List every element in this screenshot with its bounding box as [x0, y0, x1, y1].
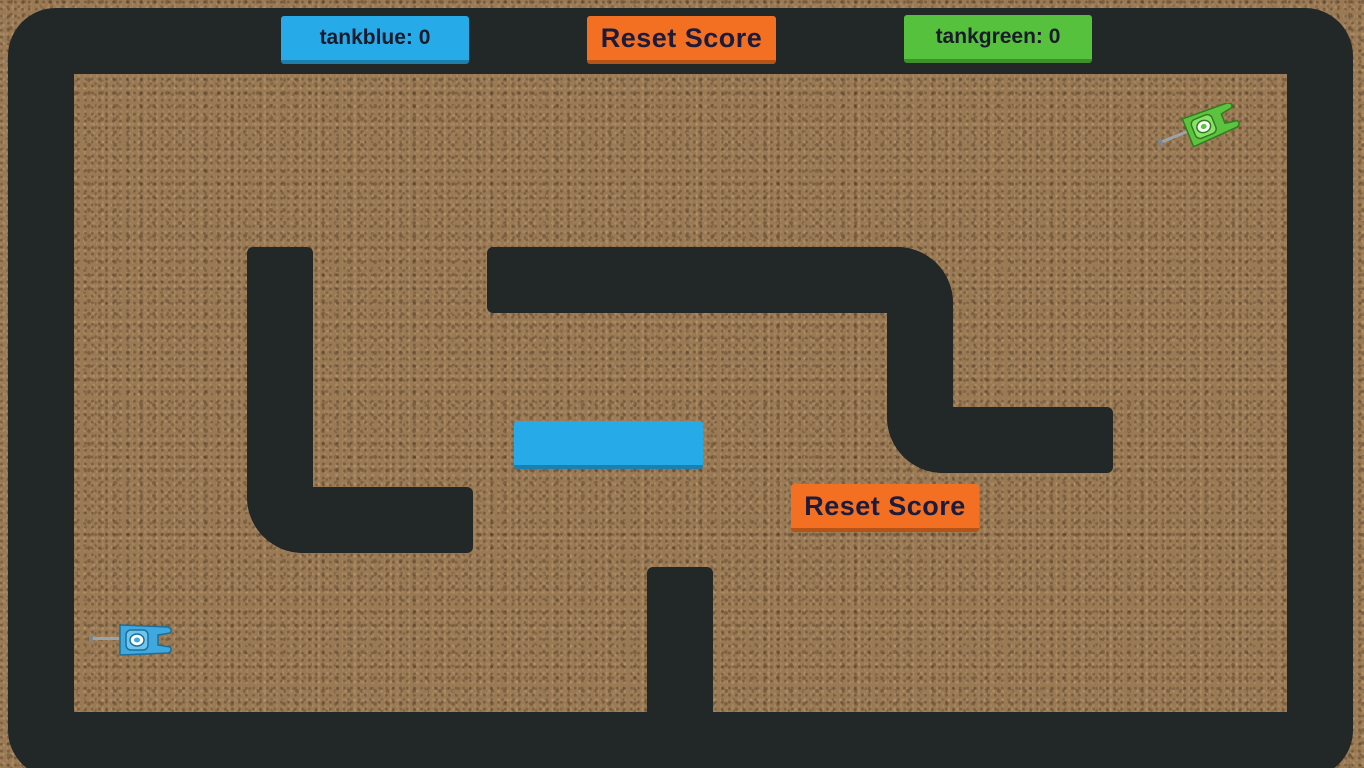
wall-right-horizontal	[887, 407, 1113, 473]
wall-top-horizontal	[487, 247, 953, 313]
wall-bottom-vertical	[647, 567, 713, 768]
wall-left-horizontal	[247, 487, 473, 553]
green-score-display: tankgreen: 0	[904, 15, 1092, 63]
blue-bar[interactable]	[514, 421, 703, 469]
reset-score-button-board[interactable]: Reset Score	[791, 484, 979, 532]
blue-tank-icon	[89, 624, 172, 656]
green-tank-icon	[1157, 102, 1240, 148]
blue-score-display: tankblue: 0	[281, 16, 469, 64]
reset-score-button-top[interactable]: Reset Score	[587, 16, 776, 64]
blue-tank	[88, 615, 178, 665]
green-tank	[1155, 102, 1245, 153]
